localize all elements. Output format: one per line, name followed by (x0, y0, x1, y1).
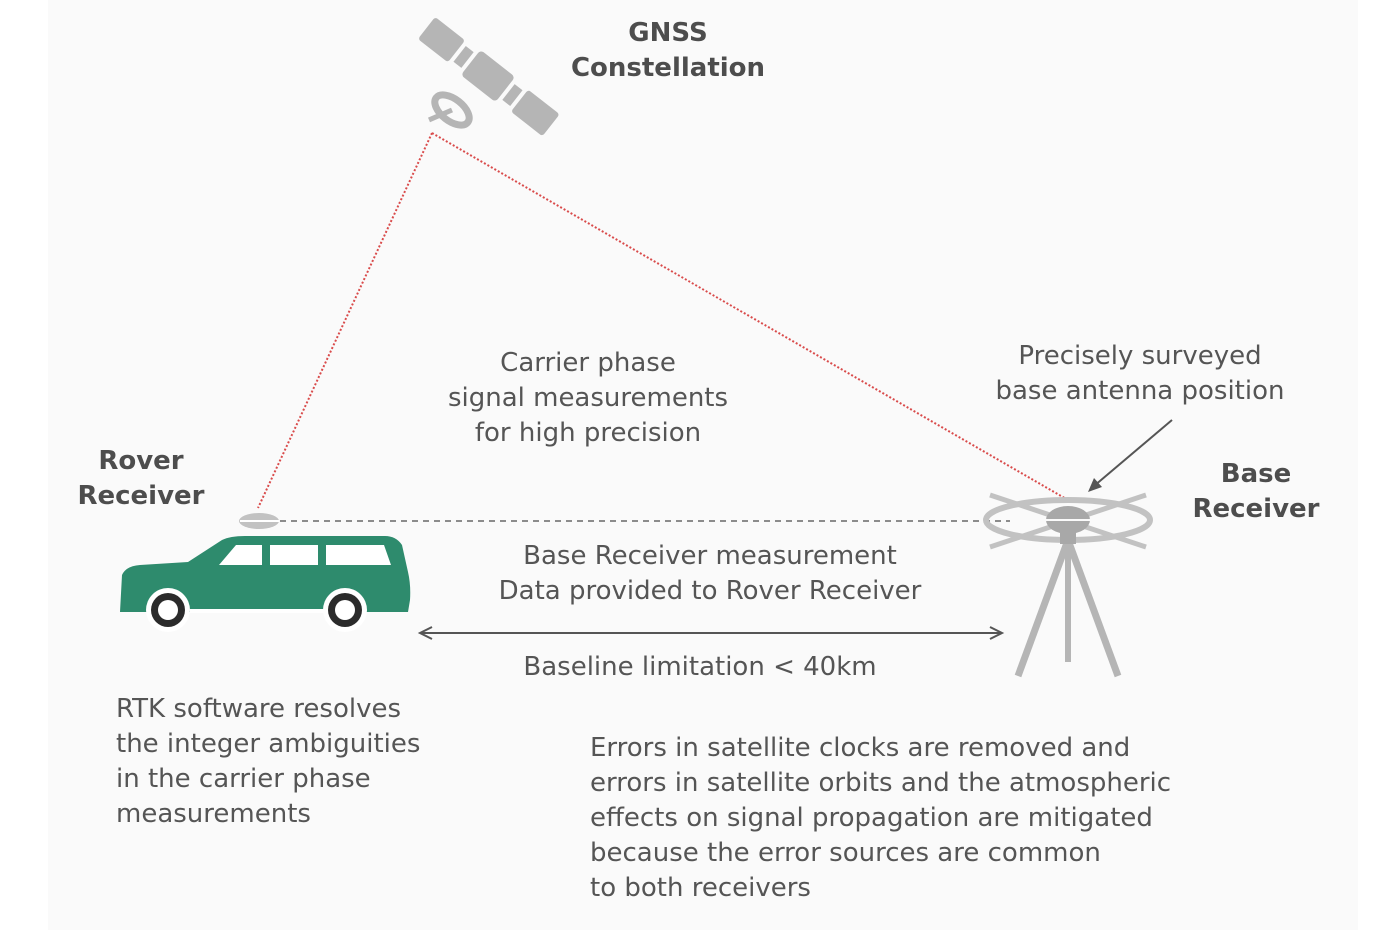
car-icon (120, 536, 411, 632)
error-note-line: because the error sources are common (590, 838, 1101, 868)
rtk-note-line: in the carrier phase (116, 764, 371, 794)
baseline-limitation-text: Baseline limitation < 40km (523, 652, 877, 682)
rtk-note-line: RTK software resolves (116, 694, 402, 724)
rover-antenna-icon (239, 513, 279, 529)
base-receiver-label: Base Receiver (1176, 457, 1336, 527)
surveyed-position-line: Precisely surveyed (1018, 341, 1262, 371)
carrier-phase-line: signal measurements (447, 383, 729, 413)
rtk-note-line: the integer ambiguities (116, 729, 421, 759)
rtk-software-note: RTK software resolves the integer ambigu… (116, 692, 496, 832)
signal-line-rover (257, 132, 433, 509)
base-receiver-line: Base (1220, 459, 1292, 489)
satellite-label-line: GNSS (628, 18, 708, 48)
surveyed-position-label: Precisely surveyed base antenna position (968, 339, 1312, 409)
diagram-background (48, 0, 1358, 930)
carrier-phase-label: Carrier phase signal measurements for hi… (418, 346, 758, 451)
surveyed-pointer-arrow (1088, 419, 1173, 492)
data-link-line-text: Base Receiver measurement (523, 541, 897, 571)
data-link-label: Base Receiver measurement Data provided … (450, 539, 970, 609)
carrier-phase-line: for high precision (474, 418, 702, 448)
error-note-line: errors in satellite orbits and the atmos… (590, 768, 1172, 798)
surveyed-position-line: base antenna position (995, 376, 1285, 406)
base-receiver-line: Receiver (1192, 494, 1320, 524)
error-note-line: to both receivers (590, 873, 811, 903)
rover-receiver-line: Rover (98, 446, 184, 476)
base-antenna-tripod-icon (983, 492, 1153, 678)
rover-receiver-label: Rover Receiver (60, 444, 222, 514)
data-link-line-text: Data provided to Rover Receiver (498, 576, 922, 606)
satellite-label: GNSS Constellation (548, 16, 788, 86)
rtk-note-line: measurements (116, 799, 311, 829)
error-mitigation-note: Errors in satellite clocks are removed a… (590, 731, 1290, 906)
baseline-label: Baseline limitation < 40km (480, 650, 920, 685)
baseline-arrow (417, 626, 1005, 640)
satellite-icon (419, 18, 559, 136)
satellite-label-line: Constellation (570, 53, 766, 83)
carrier-phase-line: Carrier phase (500, 348, 676, 378)
rover-receiver-line: Receiver (77, 481, 205, 511)
error-note-line: effects on signal propagation are mitiga… (590, 803, 1153, 833)
error-note-line: Errors in satellite clocks are removed a… (590, 733, 1131, 763)
